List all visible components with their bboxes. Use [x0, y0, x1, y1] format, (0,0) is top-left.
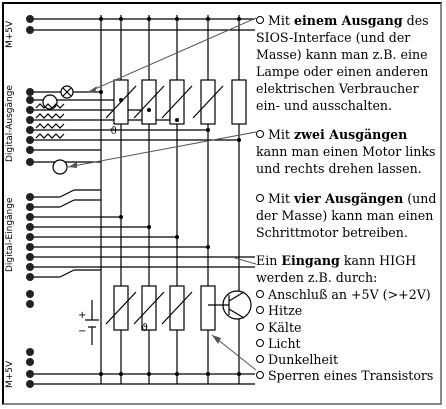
pointer-arrowhead — [212, 335, 221, 344]
battery-plus-label: + — [78, 310, 86, 321]
bullet-icon — [256, 130, 264, 138]
list-item: Kälte — [256, 320, 433, 336]
bullet-icon — [256, 355, 264, 364]
pointer-line — [67, 131, 257, 168]
list-item: Hitze — [256, 303, 433, 319]
switch — [59, 199, 75, 208]
bullet-icon — [256, 322, 264, 331]
resistor-upper-5 — [231, 79, 247, 125]
list-item: Dunkelheit — [256, 352, 433, 368]
paragraph-input: Ein Eingang kann HIGH werden z.B. durch: — [256, 253, 417, 285]
list-item: Licht — [256, 336, 433, 352]
switch — [59, 269, 75, 278]
motor-symbol-2 — [52, 159, 68, 175]
top-supply-label: M+5V — [5, 20, 15, 48]
paragraph-two-outputs: Mit zwei Ausgängen kann man einen Motor … — [256, 127, 436, 176]
pointer-line — [234, 257, 257, 265]
bullet-icon — [256, 338, 264, 347]
bullet-icon — [256, 371, 264, 380]
switch — [59, 189, 75, 198]
inputs-label: Digital-Eingänge — [5, 197, 15, 272]
theta-label-bottom: ϑ — [141, 323, 148, 334]
pointer-arrowhead — [68, 162, 77, 168]
pointer-arrowhead — [88, 86, 97, 93]
battery-minus-label: − — [78, 326, 86, 337]
figure-frame — [2, 2, 442, 405]
paragraph-four-outputs: Mit vier Ausgängen (und der Masse) kann … — [256, 191, 437, 240]
list-item: Anschluß an +5V (>+2V) — [256, 287, 433, 303]
outputs-label: Digital-Ausgänge — [5, 85, 15, 162]
bullet-icon — [256, 194, 264, 202]
bullet-icon — [256, 306, 264, 315]
bullet-icon — [256, 290, 264, 298]
resistor-lower-4 — [200, 285, 216, 331]
list-item: Sperren eines Transistors — [256, 368, 433, 384]
input-sources-list: Anschluß an +5V (>+2V) Hitze Kälte Licht… — [256, 287, 433, 385]
theta-label-top: ϑ — [110, 126, 117, 137]
pointer-line — [87, 17, 257, 93]
bottom-supply-label: M+5V — [5, 360, 15, 388]
paragraph-one-output: Mit einem Ausgang des SIOS-Interface (un… — [256, 13, 429, 113]
bullet-icon — [256, 16, 264, 24]
